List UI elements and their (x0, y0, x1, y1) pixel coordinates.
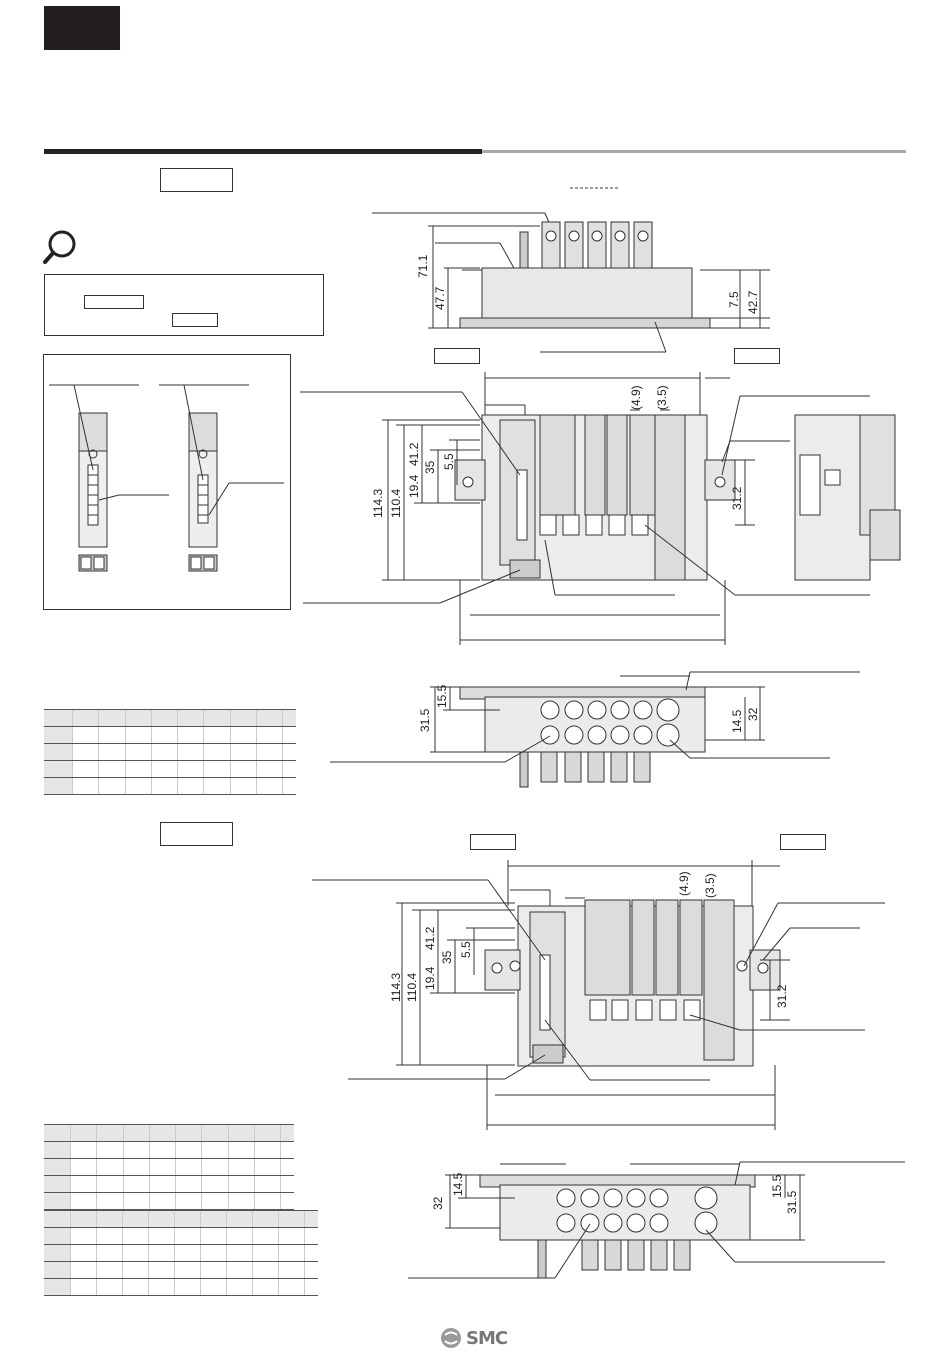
view-label-right-1 (734, 348, 780, 364)
connector-detail-drawing (49, 384, 284, 572)
note-ref-box-2 (172, 313, 218, 327)
dim-7-5: 7.5 (727, 291, 741, 308)
plan2-dim-110-4: 110.4 (405, 973, 419, 1002)
plan2-dim-4-9: (4.9) (677, 871, 691, 896)
note-ref-box-1 (84, 295, 144, 309)
plan1-dim-4-9: (4.9) (629, 385, 643, 410)
plan1-dim-19-4: 19.4 (407, 474, 421, 498)
magnifier-icon (43, 230, 76, 264)
spec-table-1 (44, 709, 296, 795)
bottom2-dim-14-5: 14.5 (451, 1172, 465, 1196)
connector-detail-box (43, 354, 291, 610)
plan1-dim-110-4: 110.4 (389, 489, 403, 518)
plan1-dim-35: 35 (423, 460, 437, 474)
plan1-dim-41-2: 41.2 (407, 442, 421, 466)
plan1-dim-114-3: 114.3 (371, 489, 385, 518)
plan1-dim-3-5: (3.5) (655, 385, 669, 410)
bottom1-dim-15-5: 15.5 (435, 684, 449, 708)
spec-table-3 (44, 1210, 318, 1296)
bottom1-dim-31-5: 31.5 (418, 708, 432, 732)
bottom2-dim-15-5: 15.5 (770, 1174, 784, 1198)
smc-logo: SMC (440, 1326, 508, 1350)
plan2-dim-41-2: 41.2 (423, 926, 437, 950)
bottom1-dim-14-5: 14.5 (730, 709, 744, 733)
model-label-box-1 (160, 168, 233, 192)
plan1-dim-5-5: 5.5 (442, 453, 456, 470)
header-rule-dark (44, 149, 482, 154)
section-tag (44, 6, 120, 50)
header-rule-light (482, 150, 906, 153)
dim-71-1: 71.1 (416, 254, 430, 278)
plan2-dim-3-5: (3.5) (703, 873, 717, 898)
plan2-dim-114-3: 114.3 (389, 973, 403, 1002)
spec-table-2 (44, 1124, 294, 1210)
smc-logo-icon (441, 1328, 461, 1348)
bottom1-dim-32: 32 (746, 707, 760, 721)
note-box (44, 274, 324, 336)
dim-47-7: 47.7 (433, 286, 447, 310)
plan2-dim-35: 35 (440, 950, 454, 964)
plan1-dim-31-2: 31.2 (730, 486, 744, 510)
plan2-dim-5-5: 5.5 (459, 941, 473, 958)
view-label-left-1 (434, 348, 480, 364)
bottom2-dim-32: 32 (431, 1196, 445, 1210)
view-label-left-2 (470, 834, 516, 850)
dim-42-7: 42.7 (746, 290, 760, 314)
plan2-dim-19-4: 19.4 (423, 966, 437, 990)
bottom2-dim-31-5: 31.5 (785, 1190, 799, 1214)
model-label-box-2 (160, 822, 233, 846)
view-label-right-2 (780, 834, 826, 850)
plan2-dim-31-2: 31.2 (775, 984, 789, 1008)
smc-logo-text: SMC (466, 1327, 508, 1349)
